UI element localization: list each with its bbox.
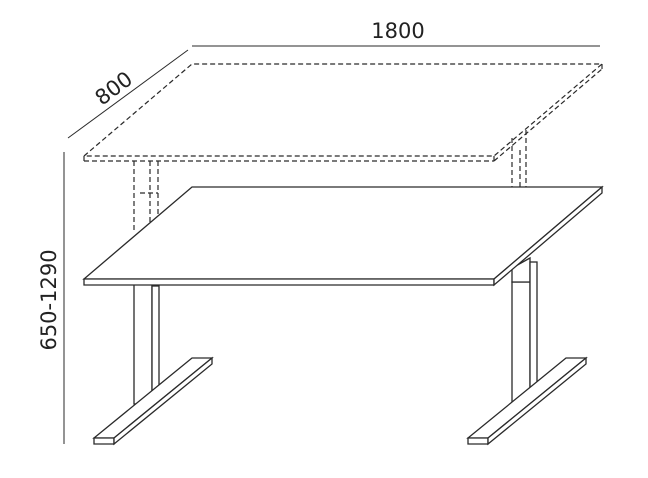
desktop-front-edge [83,278,495,286]
height-range-label: 650-1290 [37,249,61,350]
left-column-sleeve [151,285,160,397]
depth-label: 800 [91,67,137,110]
width-label: 1800 [371,19,424,43]
right-column [511,281,531,405]
dimension-lines [63,45,600,444]
depth-dimension-line [67,49,189,139]
raised-desktop [82,63,604,157]
desktop-side-edge [493,185,603,287]
left-column [133,281,153,405]
lowered-desk [82,185,604,446]
